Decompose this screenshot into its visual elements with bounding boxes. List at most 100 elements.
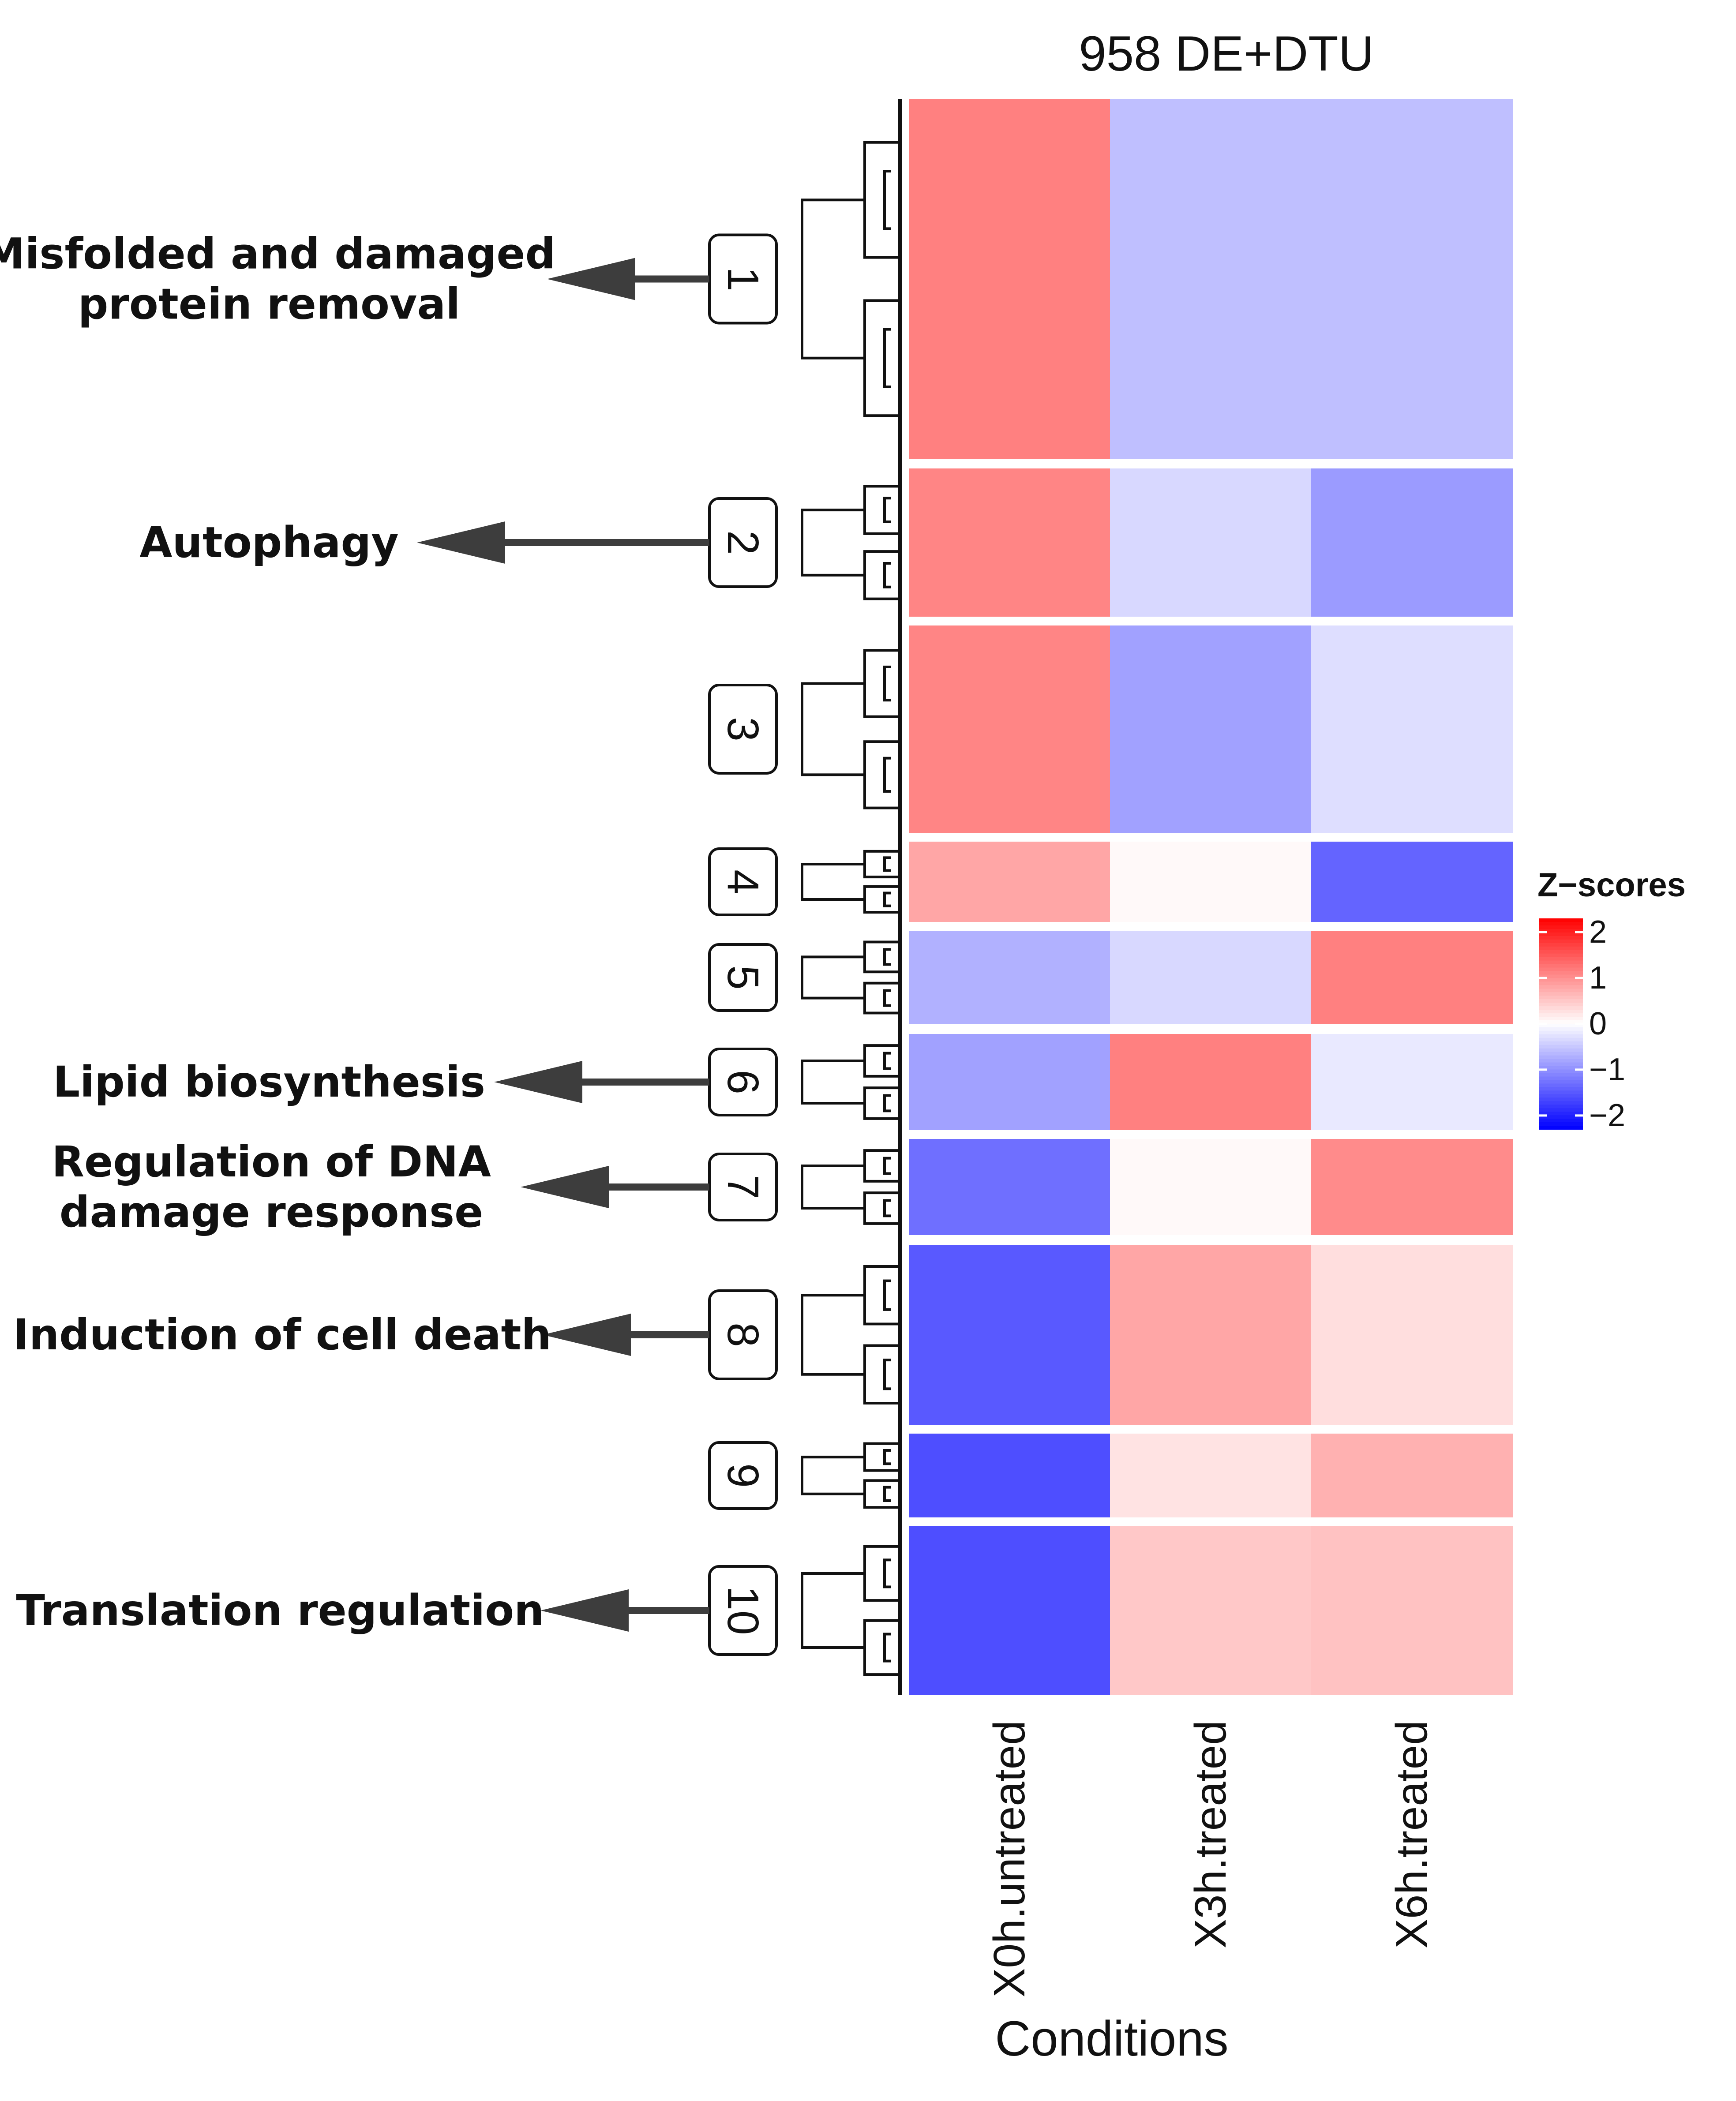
legend-gradient-step xyxy=(1539,967,1583,972)
annotation-label: Regulation of DNA xyxy=(52,1137,491,1187)
legend-gradient-step xyxy=(1539,1024,1583,1028)
heatmap-body xyxy=(909,99,1513,1695)
legend-title: Z−scores xyxy=(1537,866,1686,904)
heatmap-cell xyxy=(909,1034,1110,1130)
legend-tick-label: 0 xyxy=(1589,1006,1607,1041)
cluster-number: 9 xyxy=(718,1463,768,1488)
heatmap-cell xyxy=(1110,842,1312,922)
legend-gradient-step xyxy=(1539,1010,1583,1014)
legend-gradient-step xyxy=(1539,1006,1583,1011)
legend-gradient-step xyxy=(1539,978,1583,982)
column-label: X0h.untreated xyxy=(985,1720,1034,1997)
heatmap-cell xyxy=(1311,468,1513,617)
legend-gradient-step xyxy=(1539,1080,1583,1084)
heatmap-cell xyxy=(909,931,1110,1024)
annotation-label: Lipid biosynthesis xyxy=(53,1057,485,1107)
heatmap-cell xyxy=(1311,1526,1513,1695)
heatmap-cell xyxy=(1110,1139,1312,1235)
heatmap-cell xyxy=(909,99,1110,459)
dendrogram-branch xyxy=(801,850,900,914)
legend-gradient-step xyxy=(1539,953,1583,958)
legend-gradient-step xyxy=(1539,1017,1583,1021)
legend-gradient-step xyxy=(1539,974,1583,979)
heatmap-cell xyxy=(909,1139,1110,1235)
heatmap-cell xyxy=(1110,625,1312,833)
legend-gradient-step xyxy=(1539,1122,1583,1127)
legend-gradient-step xyxy=(1539,1094,1583,1098)
legend-gradient-step xyxy=(1539,992,1583,996)
dendrogram-branch xyxy=(801,649,900,809)
heatmap-cell xyxy=(909,1526,1110,1695)
dendrogram-branch xyxy=(801,1545,900,1676)
dendrogram-branch xyxy=(801,940,900,1015)
heatmap-cell xyxy=(1311,625,1513,833)
legend-gradient-step xyxy=(1539,999,1583,1004)
heatmap-cell xyxy=(1110,1034,1312,1130)
legend-gradient-step xyxy=(1539,939,1583,944)
annotation-label: Misfolded and damaged xyxy=(0,229,555,279)
heatmap-cell xyxy=(1110,1245,1312,1425)
cluster-number: 7 xyxy=(718,1175,768,1199)
legend-gradient-step xyxy=(1539,946,1583,951)
column-labels: X0h.untreated X3h.treated X6h.treated xyxy=(985,1720,1436,1997)
cluster-number: 10 xyxy=(718,1586,768,1635)
legend-tick-label: −1 xyxy=(1589,1052,1625,1087)
chart-title: 958 DE+DTU xyxy=(1079,26,1374,81)
heatmap-cell xyxy=(1110,99,1312,459)
cluster-number: 4 xyxy=(718,869,768,894)
legend-gradient-step xyxy=(1539,1055,1583,1060)
legend-tick-label: −2 xyxy=(1589,1098,1625,1133)
annotation-label: Translation regulation xyxy=(16,1586,544,1635)
column-label: X6h.treated xyxy=(1387,1720,1436,1948)
annotation-arrow xyxy=(417,521,709,564)
legend-gradient-step xyxy=(1539,1059,1583,1063)
heatmap-cell xyxy=(1311,842,1513,922)
legend-gradient-step xyxy=(1539,1090,1583,1095)
column-label: X3h.treated xyxy=(1186,1720,1235,1948)
heatmap-cell xyxy=(1110,468,1312,617)
annotation-arrow xyxy=(547,258,709,300)
cluster-label-box xyxy=(708,943,778,1012)
legend-gradient-step xyxy=(1539,964,1583,968)
legend-tick-label: 1 xyxy=(1589,960,1607,996)
heatmap-cell xyxy=(1311,99,1513,459)
x-axis-label: Conditions xyxy=(995,2011,1228,2066)
legend-gradient-step xyxy=(1539,1076,1583,1081)
legend-gradient-step xyxy=(1539,936,1583,940)
legend-gradient-step xyxy=(1539,1105,1583,1109)
cluster-label-box xyxy=(708,847,778,916)
heatmap-cell xyxy=(909,842,1110,922)
heatmap-cell xyxy=(1311,1139,1513,1235)
legend-gradient-step xyxy=(1539,1041,1583,1045)
annotation-arrow xyxy=(521,1166,709,1208)
legend-gradient-step xyxy=(1539,1083,1583,1088)
legend-gradient-step xyxy=(1539,1003,1583,1007)
legend-gradient-step xyxy=(1539,996,1583,1000)
legend-gradient-step xyxy=(1539,989,1583,993)
heatmap-cell xyxy=(909,468,1110,617)
legend-gradient-step xyxy=(1539,985,1583,989)
annotation-arrow xyxy=(543,1314,709,1356)
row-dendrogram xyxy=(801,99,902,1695)
cluster-number: 2 xyxy=(718,530,768,555)
cluster-label-box xyxy=(708,684,778,775)
legend-gradient-step xyxy=(1539,1108,1583,1112)
legend-gradient-step xyxy=(1539,1020,1583,1024)
annotation-arrow xyxy=(494,1061,709,1103)
legend-gradient-step xyxy=(1539,1069,1583,1074)
heatmap-cell xyxy=(909,1245,1110,1425)
legend-gradient-step xyxy=(1539,1062,1583,1067)
dendrogram-branch xyxy=(801,485,900,600)
heatmap-cell xyxy=(1311,1434,1513,1517)
legend-gradient-step xyxy=(1539,1066,1583,1070)
cluster-number: 3 xyxy=(718,717,768,742)
legend-gradient-step xyxy=(1539,1048,1583,1052)
dendrogram-branch xyxy=(801,1442,900,1509)
legend-gradient-step xyxy=(1539,1115,1583,1120)
dendrogram-branch xyxy=(801,141,900,417)
annotation-label: Induction of cell death xyxy=(13,1310,551,1359)
legend-gradient-step xyxy=(1539,981,1583,986)
legend-gradient-step xyxy=(1539,950,1583,954)
heatmap-cell xyxy=(1110,1526,1312,1695)
